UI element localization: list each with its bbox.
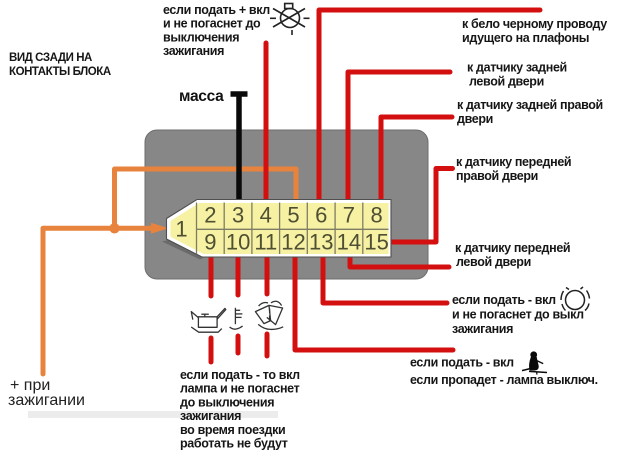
svg-text:если подать - вкл: если подать - вкл (452, 293, 556, 307)
svg-text:и не погаснет до: и не погаснет до (163, 17, 261, 31)
svg-text:масса: масса (179, 88, 224, 105)
svg-text:зажигания: зажигания (163, 44, 224, 58)
svg-text:14: 14 (337, 230, 361, 255)
svg-text:13: 13 (309, 230, 333, 255)
svg-text:выключения: выключения (163, 30, 239, 44)
svg-text:до выключения: до выключения (180, 395, 274, 409)
svg-text:к бело черному проводу: к бело черному проводу (462, 17, 607, 31)
svg-text:зажигании: зажигании (8, 392, 85, 409)
svg-text:+ при: + при (10, 377, 50, 394)
svg-text:левой двери: левой двери (469, 75, 544, 89)
svg-text:лампа и не погаснет: лампа и не погаснет (180, 382, 300, 396)
svg-text:работать не будут: работать не будут (180, 437, 288, 451)
svg-text:КОНТАКТЫ БЛОКА: КОНТАКТЫ БЛОКА (9, 66, 111, 78)
svg-text:5: 5 (287, 203, 299, 228)
svg-text:если подать - то вкл: если подать - то вкл (180, 368, 300, 382)
svg-text:к датчику передней: к датчику передней (456, 155, 571, 169)
svg-text:к датчику задней: к датчику задней (467, 61, 567, 75)
svg-text:11: 11 (254, 230, 277, 255)
svg-text:если подать - вкл: если подать - вкл (410, 356, 514, 370)
svg-text:к датчику передней: к датчику передней (455, 241, 570, 255)
svg-text:правой двери: правой двери (456, 169, 538, 183)
svg-text:7: 7 (343, 203, 355, 228)
svg-text:и не погаснет до выкл: и не погаснет до выкл (452, 308, 584, 322)
svg-text:двери: двери (457, 112, 493, 126)
svg-text:2: 2 (204, 203, 216, 228)
svg-text:15: 15 (364, 230, 388, 255)
svg-text:4: 4 (260, 203, 272, 228)
svg-text:во время поездки: во время поездки (180, 423, 285, 437)
svg-text:если пропадет - лампа выключ.: если пропадет - лампа выключ. (410, 373, 598, 387)
svg-text:ВИД СЗАДИ НА: ВИД СЗАДИ НА (9, 52, 92, 64)
svg-text:3: 3 (232, 203, 244, 228)
svg-text:левой двери: левой двери (456, 255, 531, 269)
svg-text:если подать + вкл: если подать + вкл (163, 3, 270, 17)
svg-text:идущего на плафоны: идущего на плафоны (462, 31, 589, 45)
svg-text:к датчику задней правой: к датчику задней правой (457, 98, 603, 112)
svg-text:зажигания: зажигания (180, 409, 241, 423)
svg-text:9: 9 (204, 230, 216, 255)
svg-text:8: 8 (370, 203, 382, 228)
svg-text:зажигания: зажигания (452, 322, 513, 336)
svg-text:6: 6 (315, 203, 327, 228)
svg-text:10: 10 (226, 230, 250, 255)
svg-text:1: 1 (175, 216, 187, 241)
svg-text:12: 12 (281, 230, 305, 255)
